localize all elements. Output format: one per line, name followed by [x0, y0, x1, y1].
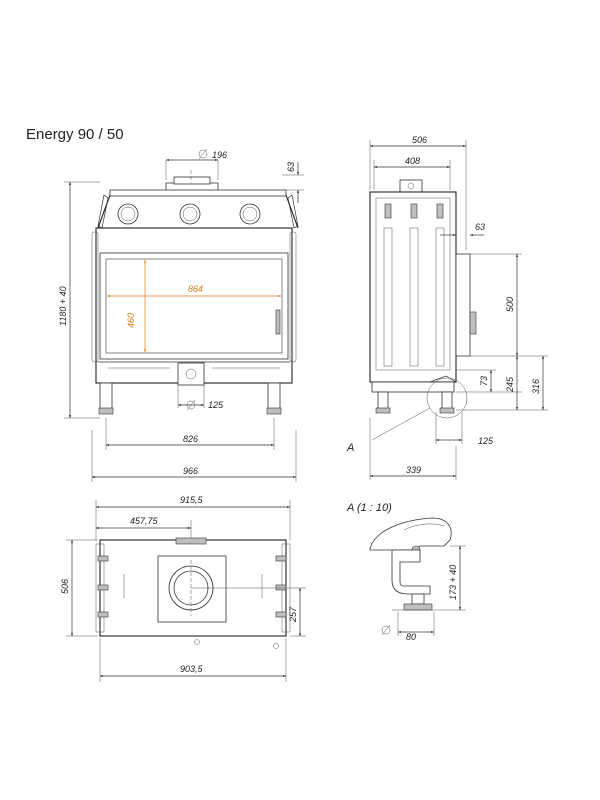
inlet-height-dim: 73: [479, 376, 489, 386]
detail-height-dim: 173 + 40: [448, 565, 458, 600]
base-height-dim: 245: [505, 376, 515, 393]
flue-offset-dim: 457,75: [130, 516, 159, 526]
door-offset-dim: 63: [475, 222, 485, 232]
side-depth-dim: 506: [412, 135, 427, 145]
axis-depth-dim: 339: [406, 465, 421, 475]
drawing-title: Energy 90 / 50: [26, 126, 124, 143]
air-dia-front-dim: 125: [208, 400, 224, 410]
detail-title: A (1 : 10): [346, 502, 392, 514]
top-depth-dim: 408: [405, 156, 420, 166]
front-view: 864 460 196 63 1180 + 40 125 826: [58, 148, 304, 482]
glass-width-dim: 864: [188, 284, 203, 294]
foot-dia-dim: 80: [406, 632, 416, 642]
door-height-dim: 500: [505, 297, 515, 312]
top-depth-side-dim: 506: [60, 579, 70, 594]
top-view: 915,5 457,75 506 257 903,5: [60, 495, 306, 682]
detail-a: A (1 : 10) 173 + 40 80: [346, 502, 466, 642]
flue-depth-dim: 257: [288, 606, 298, 623]
total-width-dim: 966: [183, 466, 198, 476]
side-view: A 506 408 63 500 73 245 316: [346, 135, 548, 480]
flue-dia-dim: 196: [212, 150, 227, 160]
glass-height-dim: 460: [126, 313, 136, 328]
total-height-dim: 1180 + 40: [58, 286, 68, 326]
axis-height-dim: 316: [531, 379, 541, 394]
top-height-dim: 63: [286, 162, 296, 172]
detail-ref-label: A: [346, 442, 354, 454]
air-dia-side-dim: 125: [478, 436, 494, 446]
leg-span-dim: 826: [183, 434, 198, 444]
base-width-dim: 903,5: [180, 664, 204, 674]
top-width-dim: 915,5: [180, 495, 204, 505]
